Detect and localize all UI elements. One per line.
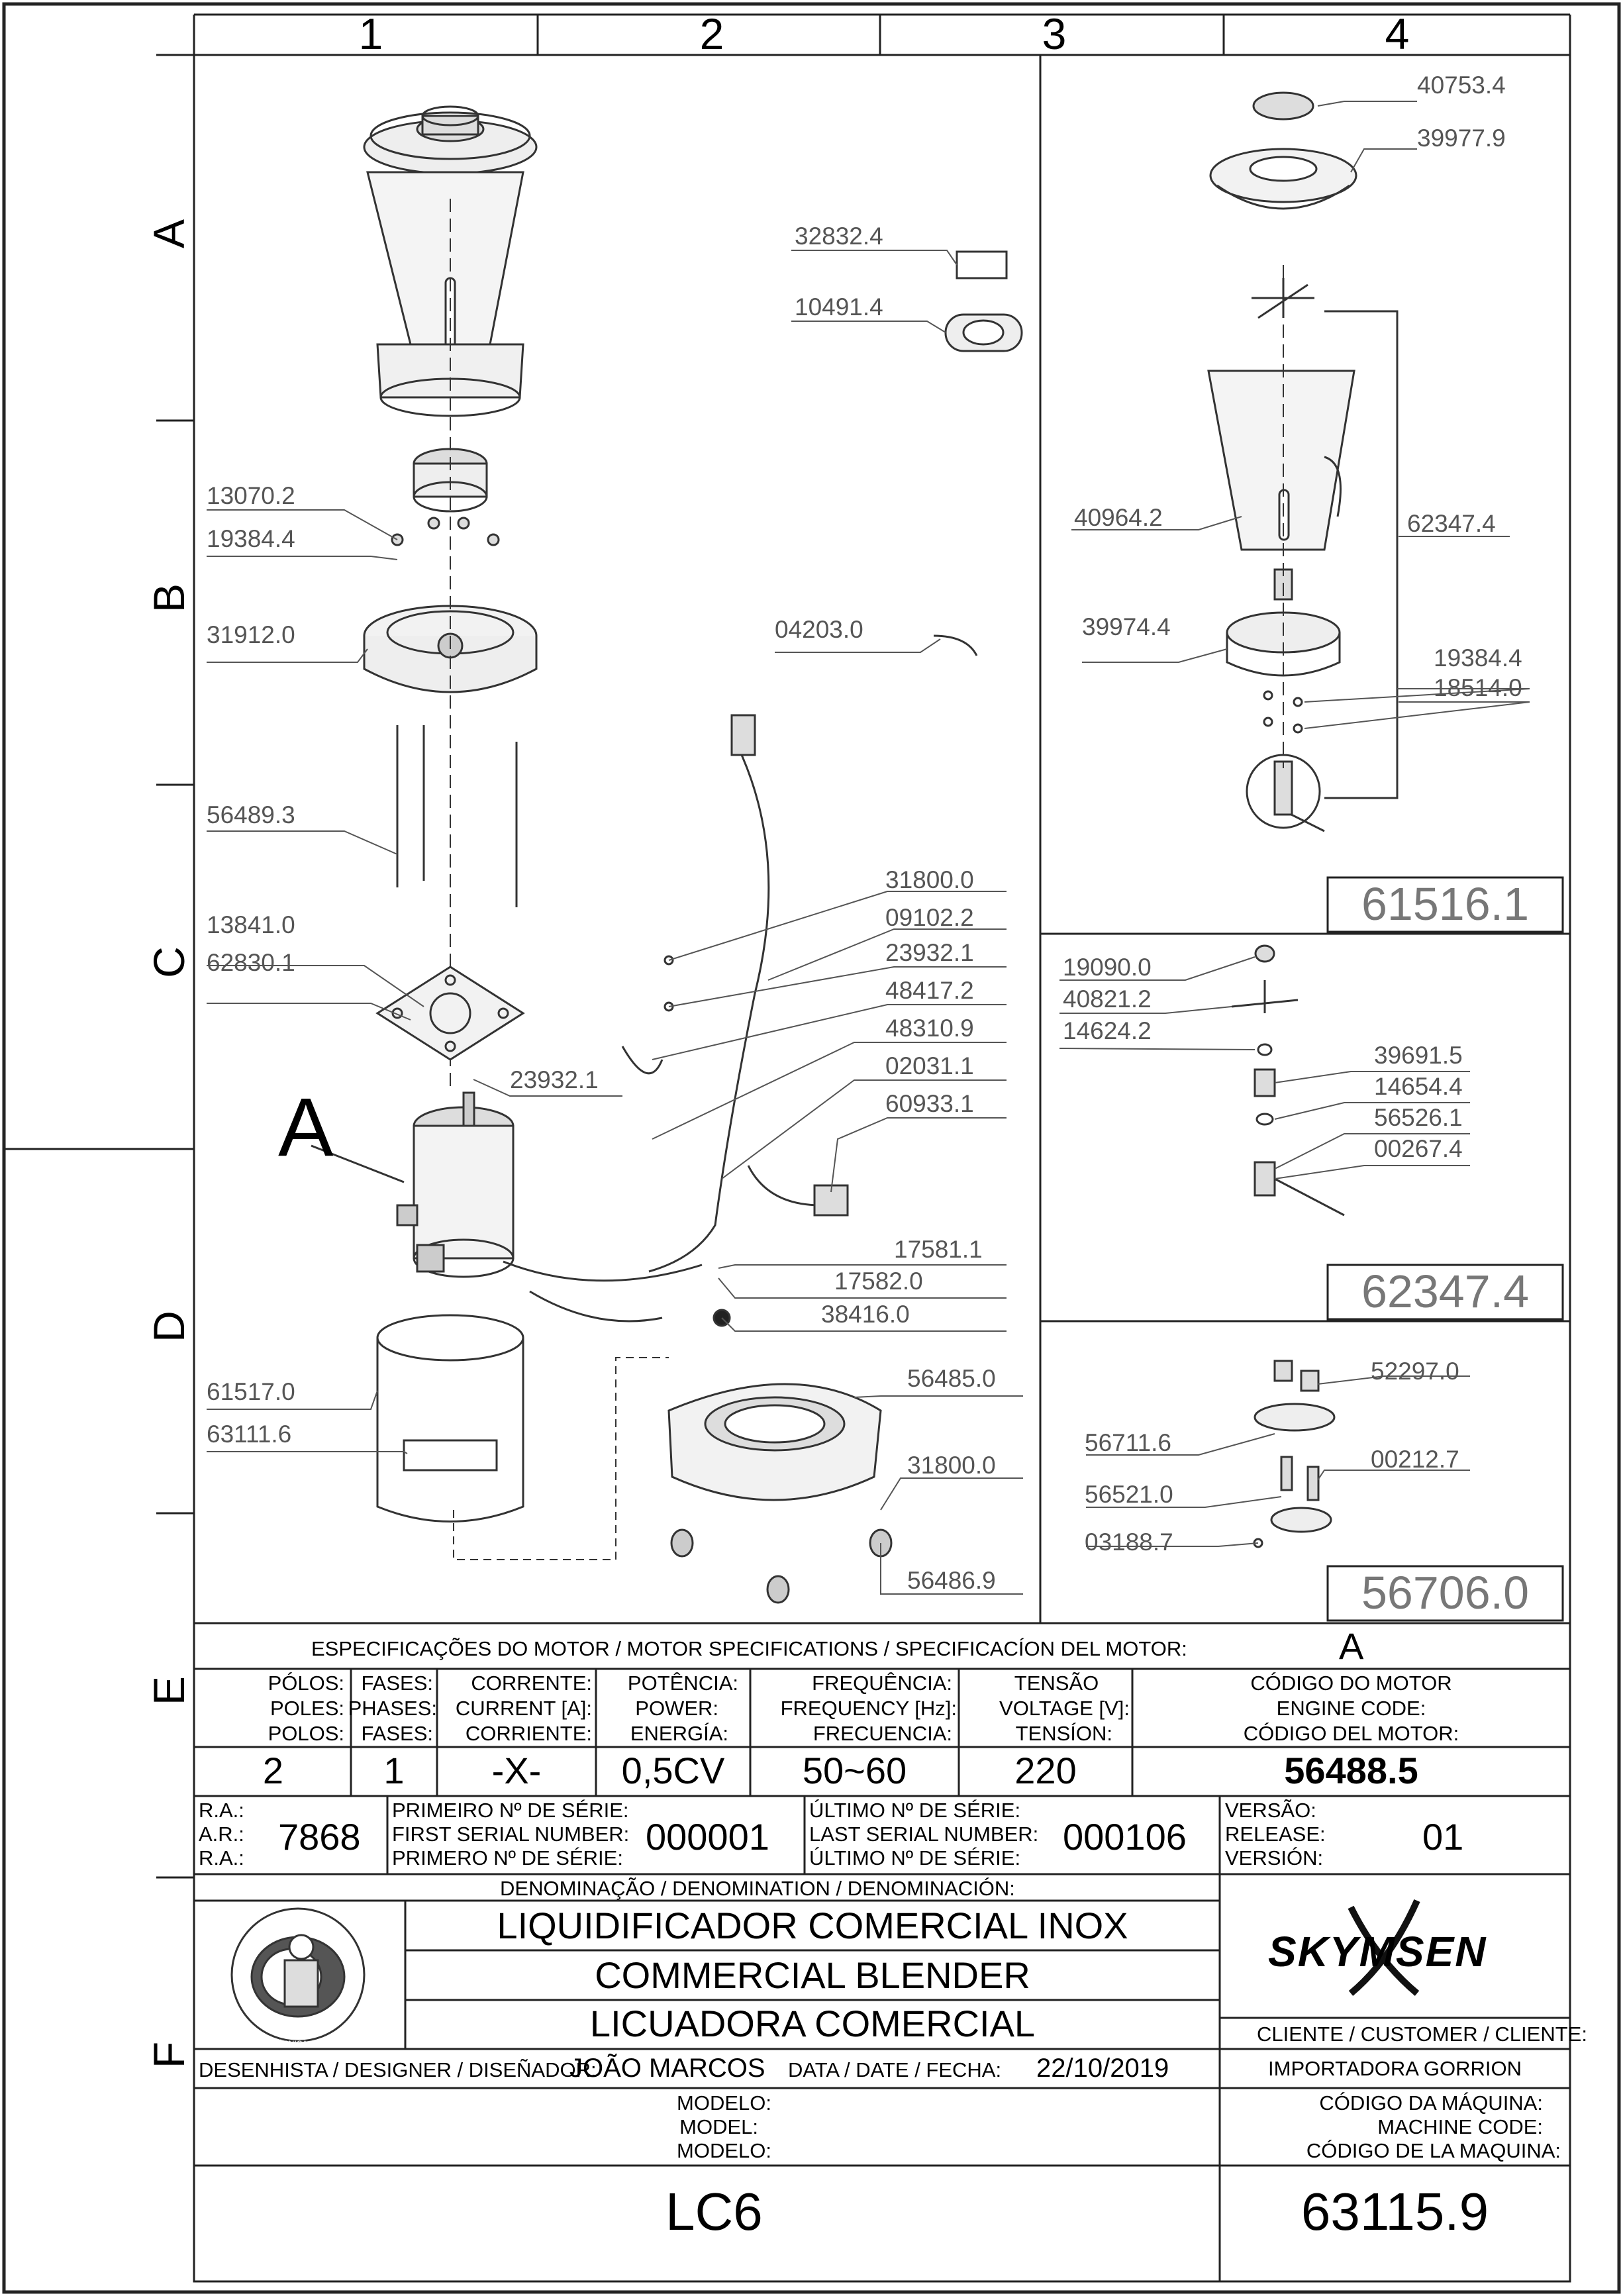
grid-row-f: F	[144, 2041, 193, 2069]
customer-value: IMPORTADORA GORRION	[1268, 2057, 1522, 2080]
part-number-label: 31800.0	[907, 1452, 996, 1479]
name-pt: LIQUIDIFICADOR COMERCIAL INOX	[497, 1905, 1128, 1946]
grid-row-c: C	[144, 946, 193, 978]
part-number-label: 39974.4	[1082, 613, 1171, 640]
spec-value-current: -X-	[491, 1750, 542, 1791]
denomination-label: DENOMINAÇÃO / DENOMINATION / DENOMINACIÓ…	[500, 1877, 1015, 1900]
part-number-label: 32832.4	[795, 223, 883, 250]
part-number-label: 48417.2	[885, 977, 974, 1004]
spec-value-poles: 2	[262, 1750, 284, 1791]
spec-header: ESPECIFICAÇÕES DO MOTOR / MOTOR SPECIFIC…	[311, 1637, 1187, 1660]
part-number-label: 09102.2	[885, 904, 974, 931]
grid-column-1: 1	[358, 9, 383, 58]
part-number-label: 23932.1	[510, 1066, 599, 1093]
part-number-label: 03188.7	[1085, 1528, 1173, 1556]
grid-row-b: B	[144, 583, 193, 613]
model-value: LC6	[665, 2182, 763, 2241]
part-number-label: 61517.0	[207, 1378, 295, 1405]
part-number-label: 13070.2	[207, 482, 295, 509]
ra-value: 7868	[278, 1816, 361, 1858]
assembly-code: 56706.0	[1361, 1567, 1530, 1619]
part-number-label: 19384.4	[207, 525, 295, 552]
part-number-label: 56711.6	[1085, 1429, 1171, 1456]
part-number-label: 62347.4	[1407, 510, 1496, 537]
grid-column-2: 2	[699, 9, 724, 58]
part-number-label: 23932.1	[885, 939, 974, 966]
part-number-label: 39691.5	[1374, 1042, 1463, 1069]
name-en: COMMERCIAL BLENDER	[595, 1954, 1030, 1996]
part-number-label: 56526.1	[1374, 1104, 1463, 1131]
spec-value-power: 0,5CV	[621, 1750, 725, 1791]
spec-value-frequency: 50~60	[802, 1750, 907, 1791]
designer-value: JOÃO MARCOS	[569, 2054, 765, 2083]
part-number-label: 31912.0	[207, 621, 295, 648]
part-number-label: 56486.9	[907, 1567, 996, 1594]
part-number-label: 10491.4	[795, 293, 883, 321]
exploded-assembly-left	[311, 105, 538, 1522]
part-number-label: 40964.2	[1074, 504, 1163, 531]
view-letter: A	[278, 1081, 334, 1173]
spec-value-engine-code: 56488.5	[1284, 1750, 1418, 1791]
part-number-label: 40753.4	[1417, 72, 1506, 99]
part-number-label: 14624.2	[1063, 1017, 1152, 1044]
part-number-label: 17581.1	[894, 1236, 983, 1263]
last-serial-value: 000106	[1063, 1816, 1187, 1858]
spec-value-phases: 1	[383, 1750, 405, 1791]
first-serial-value: 000001	[646, 1816, 769, 1858]
brand-name: SKYMSEN	[1268, 1928, 1487, 1975]
part-number-label: 31800.0	[885, 866, 974, 893]
customer-label: CLIENTE / CUSTOMER / CLIENTE:	[1257, 2022, 1587, 2046]
spec-value-voltage: 220	[1014, 1750, 1077, 1791]
exploded-assembly-middle	[453, 250, 1023, 1604]
part-number-label: 56489.3	[207, 801, 295, 828]
part-number-label: 56521.0	[1085, 1481, 1173, 1508]
part-number-label: 17582.0	[834, 1268, 923, 1295]
part-number-label: 48310.9	[885, 1015, 974, 1042]
part-number-label: 52297.0	[1371, 1358, 1459, 1385]
exploded-assembly-right	[1207, 91, 1399, 1548]
grid-row-d: D	[144, 1311, 193, 1342]
part-number-label: 60933.1	[885, 1090, 974, 1117]
part-number-label: 62830.1	[207, 949, 295, 976]
date-label: DATA / DATE / FECHA:	[788, 2058, 1002, 2081]
part-number-label: 00212.7	[1371, 1446, 1459, 1473]
assembly-code: 62347.4	[1361, 1266, 1530, 1317]
grid-column-4: 4	[1385, 9, 1410, 58]
part-number-label: 18514.0	[1434, 674, 1522, 701]
part-number-label: 39977.9	[1417, 125, 1506, 152]
grid-row-e: E	[144, 1675, 193, 1706]
part-number-label: 00267.4	[1374, 1135, 1463, 1162]
grid-row-a: A	[144, 219, 193, 249]
date-value: 22/10/2019	[1036, 2054, 1169, 2083]
seal-text: ASSISTÊNCIA TÉCNICA AUTORIZADA	[219, 2039, 360, 2048]
part-number-label: 19384.4	[1434, 644, 1522, 672]
assembly-code: 61516.1	[1361, 878, 1530, 930]
leader-lines	[207, 101, 1530, 1595]
part-number-label: 14654.4	[1374, 1073, 1463, 1100]
part-number-label: 56485.0	[907, 1365, 996, 1392]
part-number-label: 04203.0	[775, 616, 863, 643]
spec-header-value: A	[1339, 1625, 1364, 1667]
part-number-label: 02031.1	[885, 1052, 974, 1079]
grid-column-3: 3	[1042, 9, 1067, 58]
authorized-service-seal	[230, 1907, 366, 2042]
part-number-label: 19090.0	[1063, 954, 1152, 981]
version-value: 01	[1422, 1816, 1464, 1858]
part-number-label: 38416.0	[821, 1301, 910, 1328]
part-number-label: 63111.6	[207, 1421, 292, 1448]
part-number-label: 40821.2	[1063, 985, 1152, 1013]
part-number-label: 13841.0	[207, 911, 295, 938]
designer-label: DESENHISTA / DESIGNER / DISEÑADOR:	[199, 2058, 597, 2081]
skymsen-logo	[1348, 1899, 1420, 1996]
name-es: LICUADORA COMERCIAL	[589, 2003, 1036, 2044]
machine-code-value: 63115.9	[1301, 2182, 1489, 2241]
